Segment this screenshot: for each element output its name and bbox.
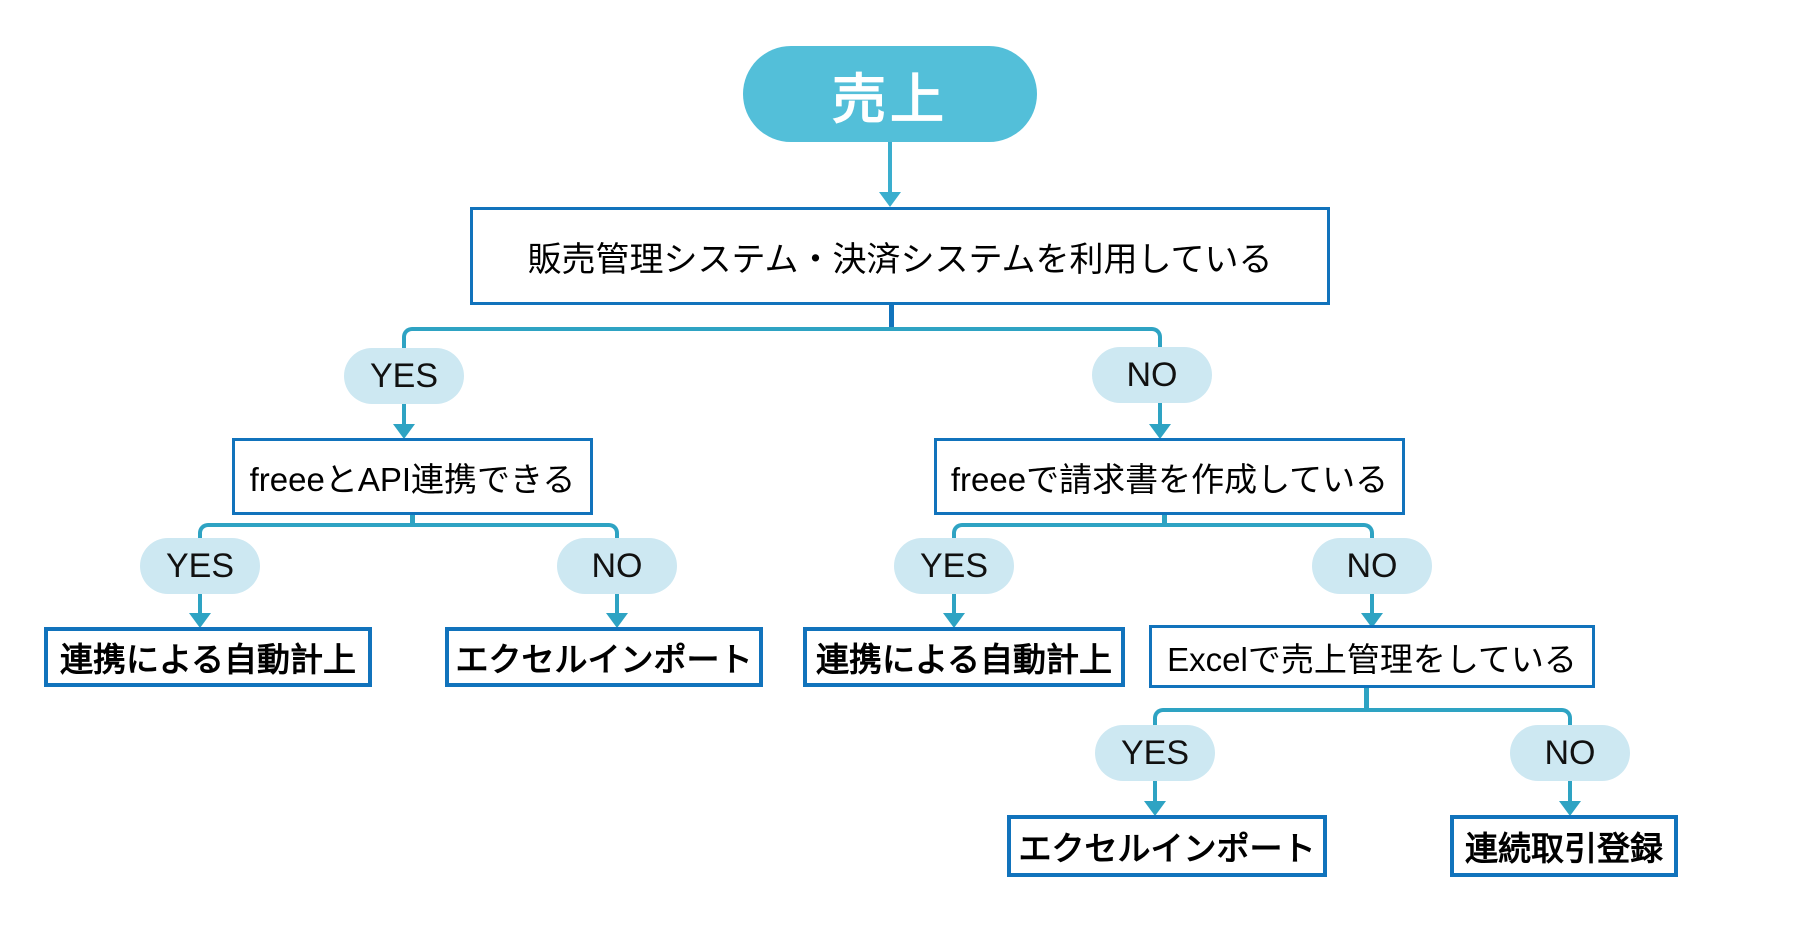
arrow-yes3-head	[1144, 801, 1166, 816]
result-box-auto-left: 連携による自動計上	[44, 627, 372, 687]
no-pill-left: NO	[557, 538, 677, 594]
question-box-q2-left: freeeとAPI連携できる	[232, 438, 593, 515]
arrow-no2-right-head	[1361, 613, 1383, 628]
result-box-auto-right: 連携による自動計上	[803, 627, 1125, 687]
connector-stub-q3	[1364, 688, 1369, 708]
arrow-root-to-q1-head	[879, 192, 901, 207]
branch-connector-2-left	[198, 523, 619, 613]
result-box-renzoku: 連続取引登録	[1450, 815, 1678, 877]
branch-connector-1	[402, 327, 1162, 424]
no-pill-right: NO	[1312, 538, 1432, 594]
yes-pill-right: YES	[894, 538, 1014, 594]
branch-connector-2-right	[952, 523, 1374, 613]
yes-pill-bottom: YES	[1095, 725, 1215, 781]
result-box-excel-left: エクセルインポート	[445, 627, 763, 687]
no-pill-1: NO	[1092, 347, 1212, 403]
yes-pill-left: YES	[140, 538, 260, 594]
arrow-no1-head	[1149, 424, 1171, 439]
arrow-yes2-right-head	[943, 613, 965, 628]
root-node-sales: 売上	[743, 46, 1037, 142]
arrow-no3-head	[1559, 801, 1581, 816]
no-pill-bottom: NO	[1510, 725, 1630, 781]
arrow-yes1-head	[393, 424, 415, 439]
yes-pill-1: YES	[344, 348, 464, 404]
connector-stub-q2-left	[410, 515, 415, 523]
question-box-q3: Excelで売上管理をしている	[1149, 625, 1595, 688]
arrow-no2-left-head	[606, 613, 628, 628]
question-box-q1: 販売管理システム・決済システムを利用している	[470, 207, 1330, 305]
result-box-excel-bottom: エクセルインポート	[1007, 815, 1327, 877]
connector-stub-q2-right	[1162, 515, 1167, 523]
question-box-q2-right: freeeで請求書を作成している	[934, 438, 1405, 515]
arrow-yes2-left-head	[189, 613, 211, 628]
arrow-root-to-q1-line	[888, 142, 892, 192]
connector-stub-q1	[889, 305, 894, 327]
